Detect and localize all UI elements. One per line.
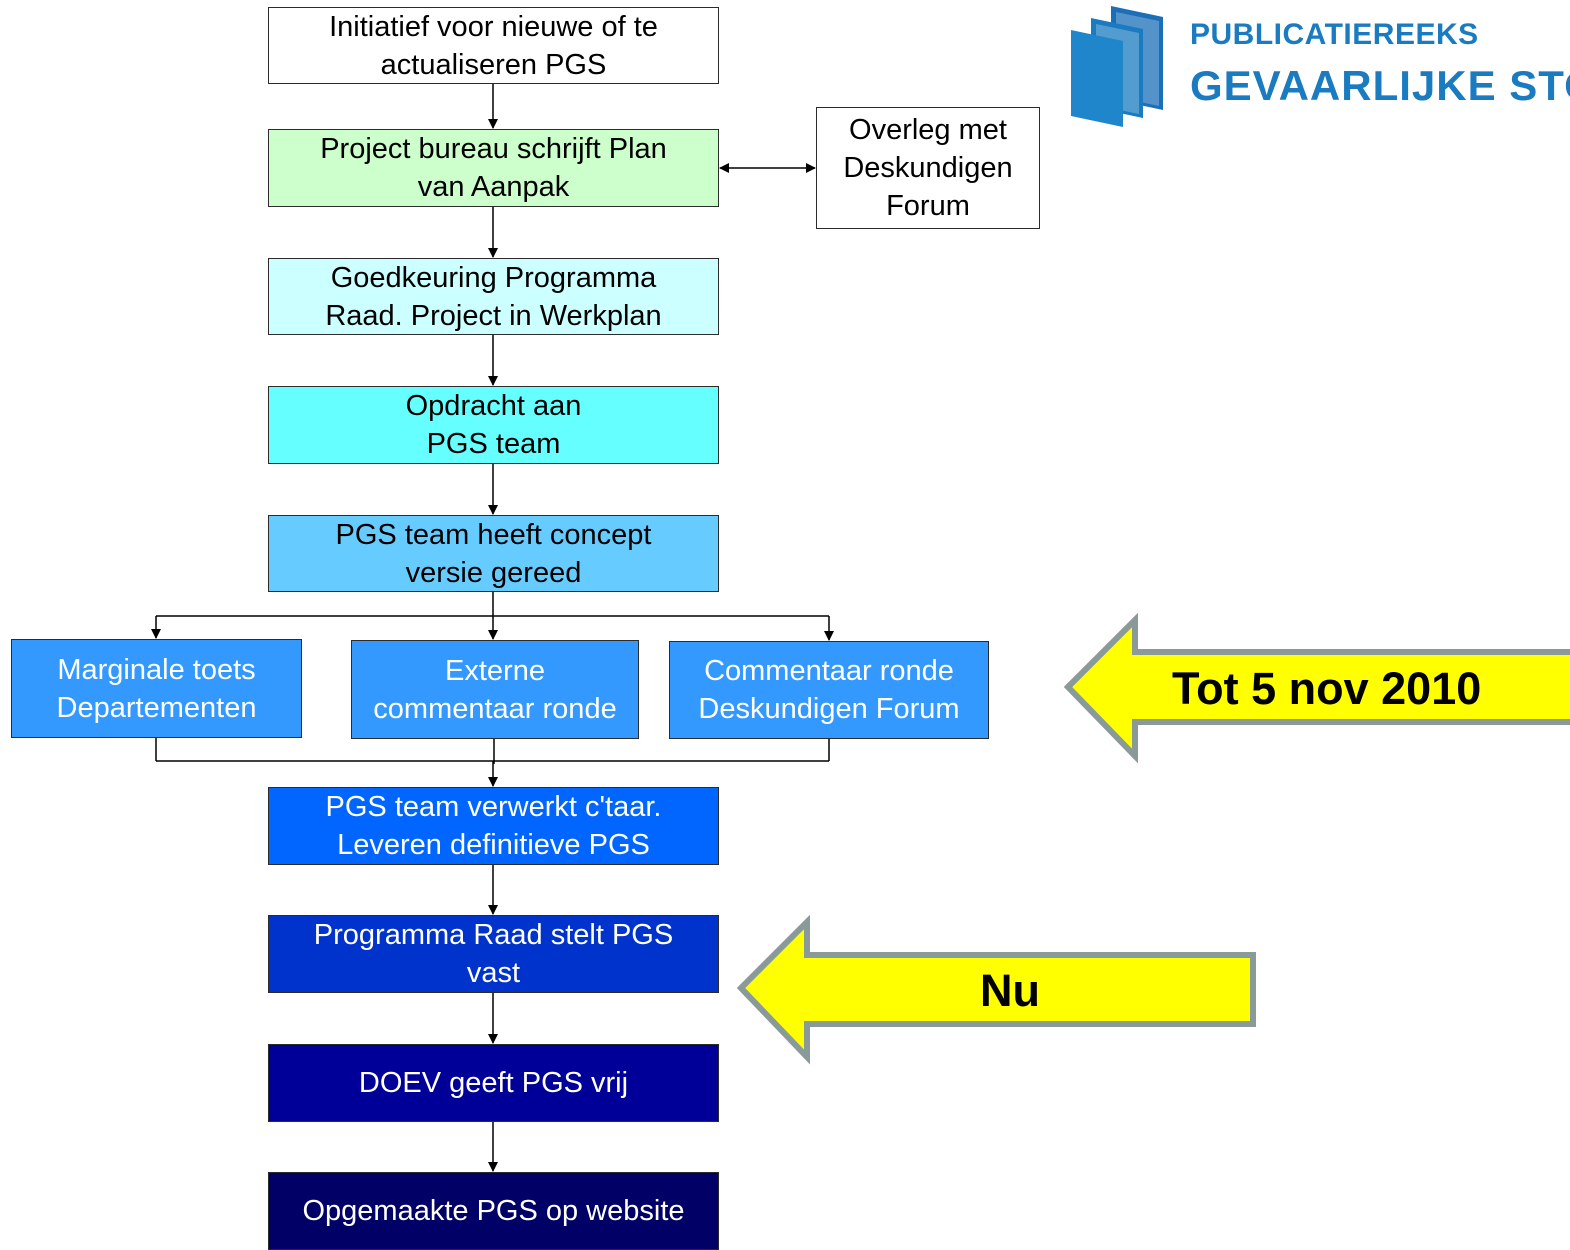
stacked-books-icon bbox=[1071, 6, 1163, 127]
callout-arrow-now bbox=[736, 914, 1256, 1065]
box-overleg-deskundigen-forum: Overleg met Deskundigen Forum bbox=[816, 107, 1040, 229]
box-vrijgave: DOEV geeft PGS vrij bbox=[268, 1044, 719, 1122]
box-goedkeuring: Goedkeuring Programma Raad. Project in W… bbox=[268, 258, 719, 335]
merge-in-connector bbox=[155, 738, 830, 787]
box-opdracht: Opdracht aan PGS team bbox=[268, 386, 719, 464]
box-concept: PGS team heeft concept versie gereed bbox=[268, 515, 719, 592]
box-verwerkt: PGS team verwerkt c'taar. Leveren defini… bbox=[268, 787, 719, 865]
callout-arrow-deadline bbox=[1063, 612, 1570, 764]
callout-now-label: Nu bbox=[980, 965, 1040, 1016]
box-externe-commentaar: Externe commentaar ronde bbox=[351, 640, 639, 739]
logo-line2: GEVAARLIJKE STO bbox=[1190, 62, 1570, 109]
box-commentaar-forum: Commentaar ronde Deskundigen Forum bbox=[669, 641, 989, 739]
callout-deadline-label: Tot 5 nov 2010 bbox=[1172, 663, 1482, 714]
box-initiatief: Initiatief voor nieuwe of te actualisere… bbox=[268, 7, 719, 84]
box-website: Opgemaakte PGS op website bbox=[268, 1172, 719, 1250]
logo-line1: PUBLICATIEREEKS bbox=[1190, 18, 1479, 51]
box-vaststelling: Programma Raad stelt PGS vast bbox=[268, 915, 719, 993]
box-marginale-toets: Marginale toets Departementen bbox=[11, 639, 302, 738]
box-plan-van-aanpak: Project bureau schrijft Plan van Aanpak bbox=[268, 129, 719, 207]
branch-out-connector bbox=[151, 592, 834, 641]
